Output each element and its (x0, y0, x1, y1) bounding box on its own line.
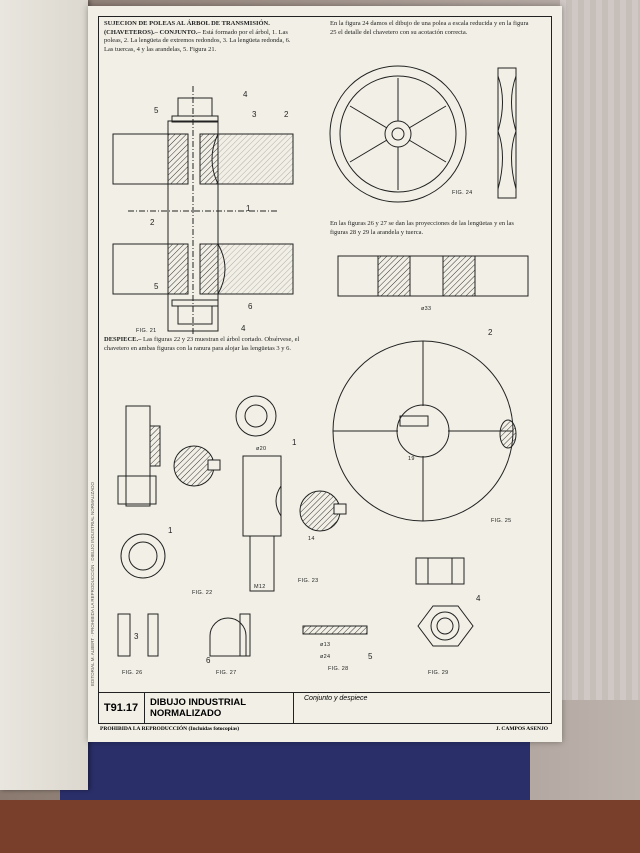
despiece-body: Las figuras 22 y 23 muestran el árbol co… (104, 336, 300, 352)
part-number-4b: 4 (241, 324, 246, 333)
part-number-1: 1 (246, 204, 251, 213)
part-number-5c: 5 (368, 652, 373, 661)
sheet-subtitle: Conjunto y despiece (304, 695, 368, 702)
dim-19: 19 (408, 456, 415, 462)
fig29-label: FIG. 29 (428, 670, 449, 676)
dim-33: ø33 (421, 306, 432, 312)
fig24-pulley (329, 65, 517, 203)
fig28-label: FIG. 28 (328, 666, 349, 672)
fig26-text: En las figuras 26 y 27 se dan las proyec… (330, 220, 514, 236)
part-number-1c: 1 (168, 526, 173, 535)
dim-20: ø20 (256, 446, 267, 452)
fig25-section (332, 255, 529, 522)
part-number-2b: 2 (150, 218, 155, 227)
sheet-frame (98, 16, 552, 724)
part-number-3: 3 (252, 110, 257, 119)
fig22-label: FIG. 22 (192, 590, 213, 596)
drawing-sheet: EDITORIAL M. ALBERT · PROHIBIDA LA REPRO… (88, 6, 562, 742)
small-parts (117, 557, 474, 657)
dim-13: ø13 (320, 642, 331, 648)
dim-14: 14 (308, 536, 315, 542)
fig21-assembly (112, 86, 294, 336)
sheet-code: T91.17 (98, 693, 145, 723)
fig24-text: En la figura 24 damos el dibujo de una p… (330, 20, 529, 36)
part-number-1b: 1 (292, 438, 297, 447)
intro-body: Está formado por el árbol, 1. Las poleas… (104, 28, 291, 53)
fig23-shaft (242, 455, 347, 592)
dim-24: ø24 (320, 654, 331, 660)
part-number-4c: 4 (476, 594, 481, 603)
part-number-3b: 3 (134, 632, 139, 641)
despiece-heading: DESPIECE.– (104, 336, 142, 343)
left-book-page (0, 0, 88, 790)
part-number-2c: 2 (488, 328, 493, 337)
background-wall (560, 0, 640, 700)
part-number-5b: 5 (154, 282, 159, 291)
fig25-label: FIG. 25 (491, 518, 512, 524)
sheet-title-line1: DIBUJO INDUSTRIAL (150, 697, 247, 708)
title-block: T91.17 DIBUJO INDUSTRIAL NORMALIZADO Con… (98, 692, 550, 723)
part-number-4: 4 (243, 90, 248, 99)
background-table (0, 800, 640, 853)
part-number-2: 2 (284, 110, 289, 119)
fig21-label: FIG. 21 (136, 328, 157, 334)
part-number-5: 5 (154, 106, 159, 115)
fig26-label: FIG. 26 (122, 670, 143, 676)
dim-m12: M12 (254, 584, 266, 590)
sheet-title: DIBUJO INDUSTRIAL NORMALIZADO (144, 693, 294, 723)
intro-heading: SUJECION DE POLEAS AL ÁRBOL DE TRANSMISI… (104, 20, 270, 36)
intro-text: SUJECION DE POLEAS AL ÁRBOL DE TRANSMISI… (104, 20, 294, 54)
footer-copyright: PROHIBIDA LA REPRODUCCIÓN (Incluidas fot… (100, 726, 240, 732)
sheet-title-line2: NORMALIZADO (150, 708, 222, 719)
fig23-label: FIG. 23 (298, 578, 319, 584)
footer-author: J. CAMPOS ASENJO (495, 726, 548, 732)
part-number-6: 6 (248, 302, 253, 311)
fig27-label: FIG. 27 (216, 670, 237, 676)
technical-drawings (112, 65, 529, 657)
fig24-label: FIG. 24 (452, 190, 473, 196)
fig22-shaft (117, 395, 277, 579)
despiece-text: DESPIECE.– Las figuras 22 y 23 muestran … (104, 336, 304, 353)
part-number-6b: 6 (206, 656, 211, 665)
